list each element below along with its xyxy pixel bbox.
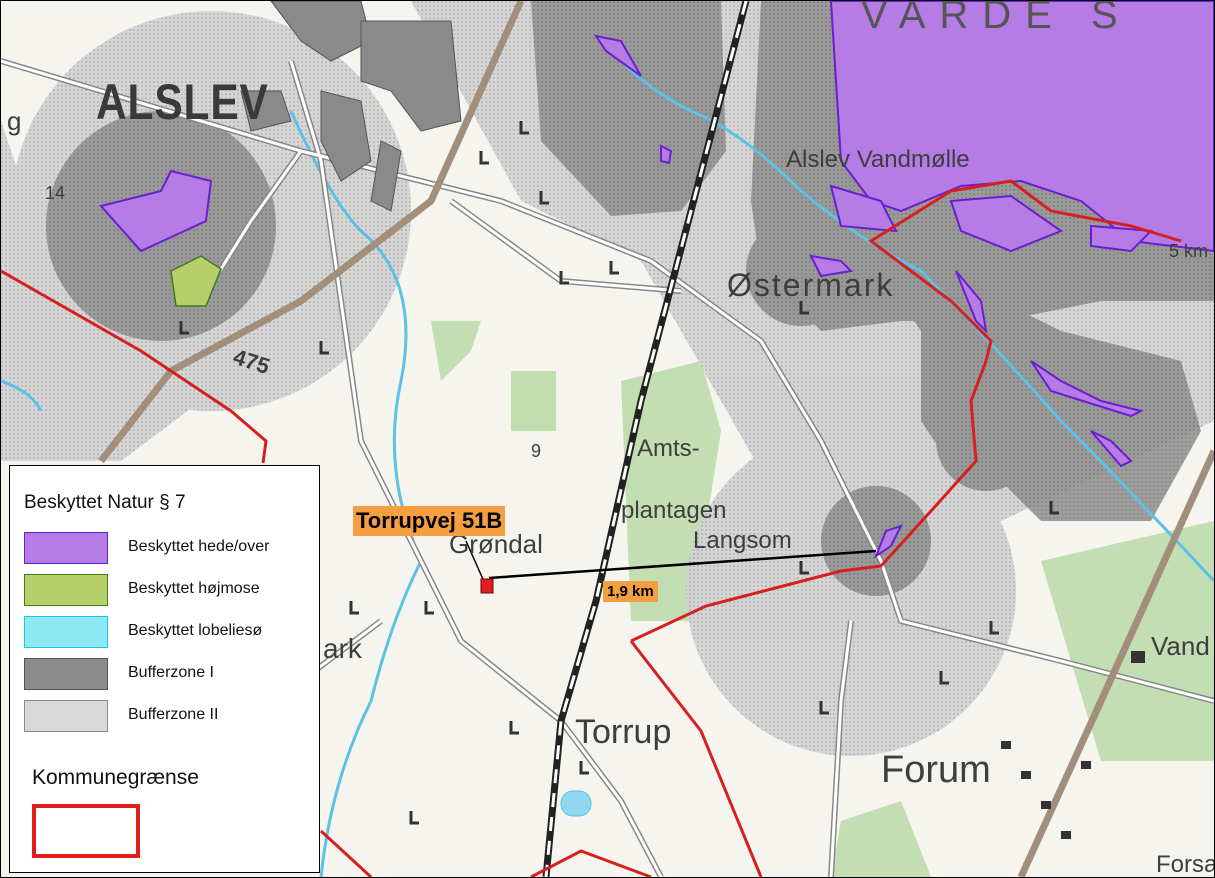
alslev-buildings [240,1,462,212]
water-features [1,59,1214,877]
legend-label-heath: Beskyttet hede/over [128,538,270,555]
legend-swatch-buffer-2 [24,700,108,732]
legend-label-buffer-1: Bufferzone I [128,664,214,681]
legend-label-buffer-2: Bufferzone II [128,706,219,723]
road-475 [98,1,525,464]
legend-swatch-buffer-1 [24,658,108,690]
label-left-g: g [7,106,22,136]
legend-item-lobelia: Beskyttet lobeliesø [24,616,314,648]
building-markers [179,121,1059,825]
label-alslev-vandmolle: Alslev Vandmølle [786,146,970,173]
legend-border-title: Kommunegrænse [32,766,199,789]
site-marker[interactable] [480,578,494,594]
legend-label-lobelia: Beskyttet lobeliesø [128,622,263,639]
legend-item-bog: Beskyttet højmose [24,574,314,606]
site-label-callout[interactable]: Torrupvej 51B [353,506,506,536]
legend-label-bog: Beskyttet højmose [128,580,260,597]
label-elev-14: 14 [45,183,66,203]
label-km-partial: 5 km [1169,241,1209,261]
label-alslev: ALSLEV [96,74,269,130]
label-langsom: Langsom [693,527,792,554]
legend-item-buffer-1: Bufferzone I [24,658,314,690]
label-forsa-partial: Forsa [1156,851,1215,878]
label-mark-partial: ark [323,633,362,664]
map-legend: Beskyttet Natur § 7 Beskyttet hede/over … [9,465,320,873]
label-elev-9: 9 [531,441,542,461]
label-torrup: Torrup [575,713,672,751]
legend-item-heath: Beskyttet hede/over [24,532,314,564]
legend-swatch-border [32,804,140,858]
legend-swatch-heath [24,532,108,564]
label-ostermark: Østermark [727,267,895,303]
legend-title: Beskyttet Natur § 7 [24,492,186,513]
label-varde-s: VARDE S [861,0,1132,37]
legend-swatch-bog [24,574,108,606]
label-amts: Amts- [637,435,700,462]
raised-bog-area [170,255,222,307]
municipal-border [1,179,1182,877]
forum-buildings [1001,651,1145,839]
label-vand-partial: Vand [1151,631,1210,661]
protected-heath-areas [99,1,1214,559]
distance-line [488,549,877,580]
legend-swatch-lobelia [24,616,108,648]
label-forum: Forum [881,749,991,791]
distance-label-callout: 1,9 km [603,581,658,602]
railway [542,1,750,877]
legend-item-buffer-2: Bufferzone II [24,700,314,732]
road-east [1017,449,1214,877]
label-plantagen: plantagen [621,497,727,524]
lake-torrup [560,790,592,817]
